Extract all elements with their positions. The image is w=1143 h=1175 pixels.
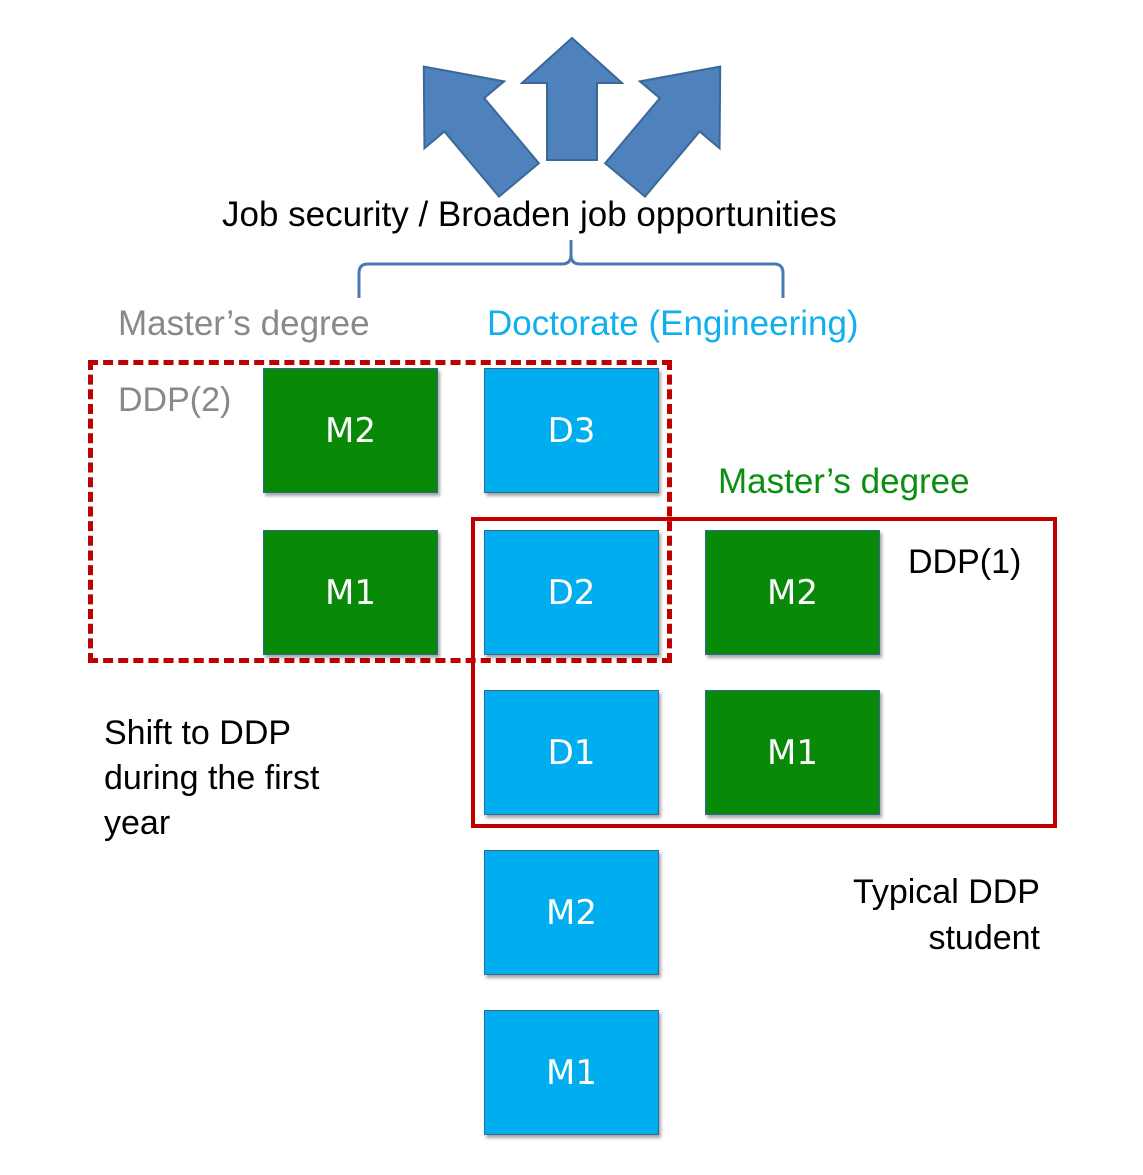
page-title: Job security / Broaden job opportunities <box>222 195 837 234</box>
center-box-d3: D3 <box>484 368 659 493</box>
typical-note: Typical DDP student <box>800 869 1040 961</box>
brace-line <box>357 240 785 298</box>
shift-note-line: year <box>104 804 171 842</box>
ddp2-frame <box>88 360 672 663</box>
left-box-m2: M2 <box>263 368 438 493</box>
arrow-up-icon <box>519 36 625 161</box>
ddp1-label: DDP(1) <box>908 543 1022 581</box>
typical-note-line: student <box>928 919 1040 957</box>
right-box-m1: M1 <box>705 690 880 815</box>
right-box-m2: M2 <box>705 530 880 655</box>
left-box-m1: M1 <box>263 530 438 655</box>
masters-degree-left-label: Master’s degree <box>118 304 370 343</box>
shift-note-line: Shift to DDP <box>104 714 292 752</box>
center-box-d1: D1 <box>484 690 659 815</box>
shift-note: Shift to DDP during the first year <box>104 711 319 846</box>
arrow-up-left-icon <box>422 65 541 199</box>
center-box-d2: D2 <box>484 530 659 655</box>
typical-note-line: Typical DDP <box>852 873 1040 911</box>
arrow-up-right-icon <box>603 65 722 199</box>
center-box-m1: M1 <box>484 1010 659 1135</box>
center-box-m2: M2 <box>484 850 659 975</box>
shift-note-line: during the first <box>104 759 320 797</box>
ddp1-frame <box>471 517 1057 828</box>
doctorate-label: Doctorate (Engineering) <box>487 304 859 343</box>
ddp2-label: DDP(2) <box>118 381 232 419</box>
masters-degree-right-label: Master’s degree <box>718 462 970 501</box>
